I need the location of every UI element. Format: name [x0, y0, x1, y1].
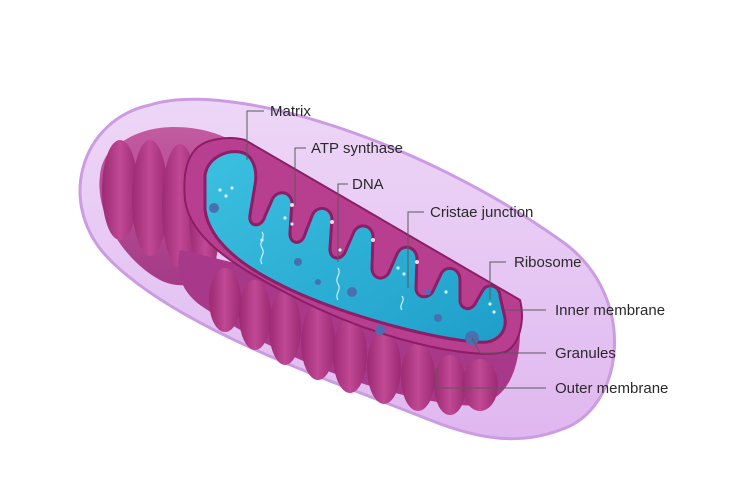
granules-group [209, 203, 479, 345]
leader-outer-membrane [435, 368, 546, 389]
label-outer-membrane: Outer membrane [555, 380, 668, 397]
leader-matrix [246, 110, 264, 160]
label-inner-membrane: Inner membrane [555, 302, 665, 319]
dna-strands [260, 231, 404, 311]
leader-dna [337, 183, 348, 262]
leader-atp-synthase [294, 147, 306, 205]
ribosomes-group [218, 186, 496, 314]
leader-cristae-junction [407, 211, 424, 288]
label-dna: DNA [352, 176, 384, 193]
atp-synthase-markers [290, 203, 419, 264]
label-atp-synthase: ATP synthase [311, 140, 403, 157]
matrix-shape [203, 150, 507, 344]
label-ribosome: Ribosome [514, 254, 582, 271]
leader-lines [246, 110, 546, 389]
leader-ribosome [489, 261, 506, 300]
label-matrix: Matrix [270, 103, 311, 120]
label-granules: Granules [555, 345, 616, 362]
label-cristae-junction: Cristae junction [430, 204, 533, 221]
cristae-folds-bottom [209, 268, 498, 415]
leader-granules [471, 337, 546, 354]
